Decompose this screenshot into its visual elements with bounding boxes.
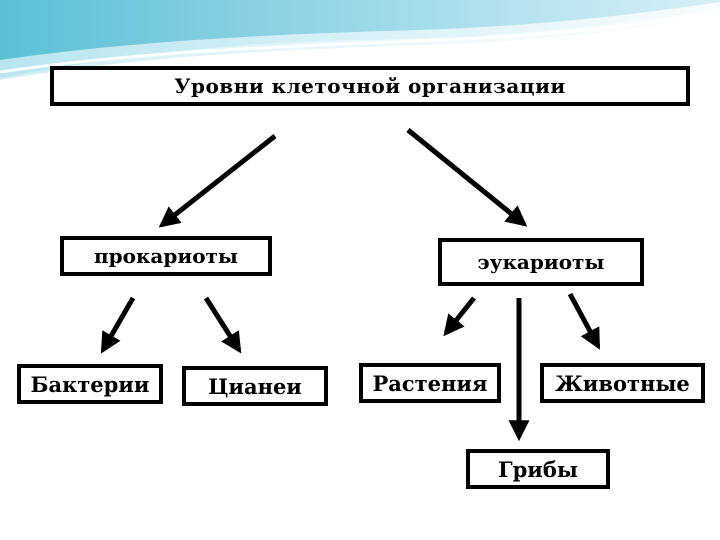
decorative-wave-background [0,0,720,80]
arrow-eukaryotes-to-animals [567,292,601,350]
animals-label: Животные [555,370,690,396]
plants-label: Растения [372,370,488,396]
prokaryotes-box: прокариоты [60,236,272,276]
eukaryotes-box: эукариоты [438,238,644,286]
cyanobacteria-label: Цианеи [208,373,302,399]
fungi-box: Грибы [466,449,610,489]
arrow-prokaryotes-to-cyanobacteria [203,296,242,354]
arrow-title-to-prokaryotes [158,134,277,228]
diagram-title: Уровни клеточной организации [174,74,566,98]
animals-box: Животные [540,363,705,403]
cyanobacteria-box: Цианеи [182,366,328,406]
prokaryotes-label: прокариоты [94,244,238,268]
wave-highlight-line [0,10,720,74]
bacteria-box: Бактерии [17,364,163,404]
title-box: Уровни клеточной организации [50,66,690,106]
bacteria-label: Бактерии [30,371,150,397]
wave-band-light [0,2,720,80]
arrow-eukaryotes-to-plants [443,296,476,337]
arrow-prokaryotes-to-bacteria [100,296,136,354]
plants-box: Растения [359,363,501,403]
fungi-label: Грибы [498,456,578,482]
arrow-title-to-eukaryotes [406,128,528,227]
eukaryotes-label: эукариоты [477,250,605,274]
